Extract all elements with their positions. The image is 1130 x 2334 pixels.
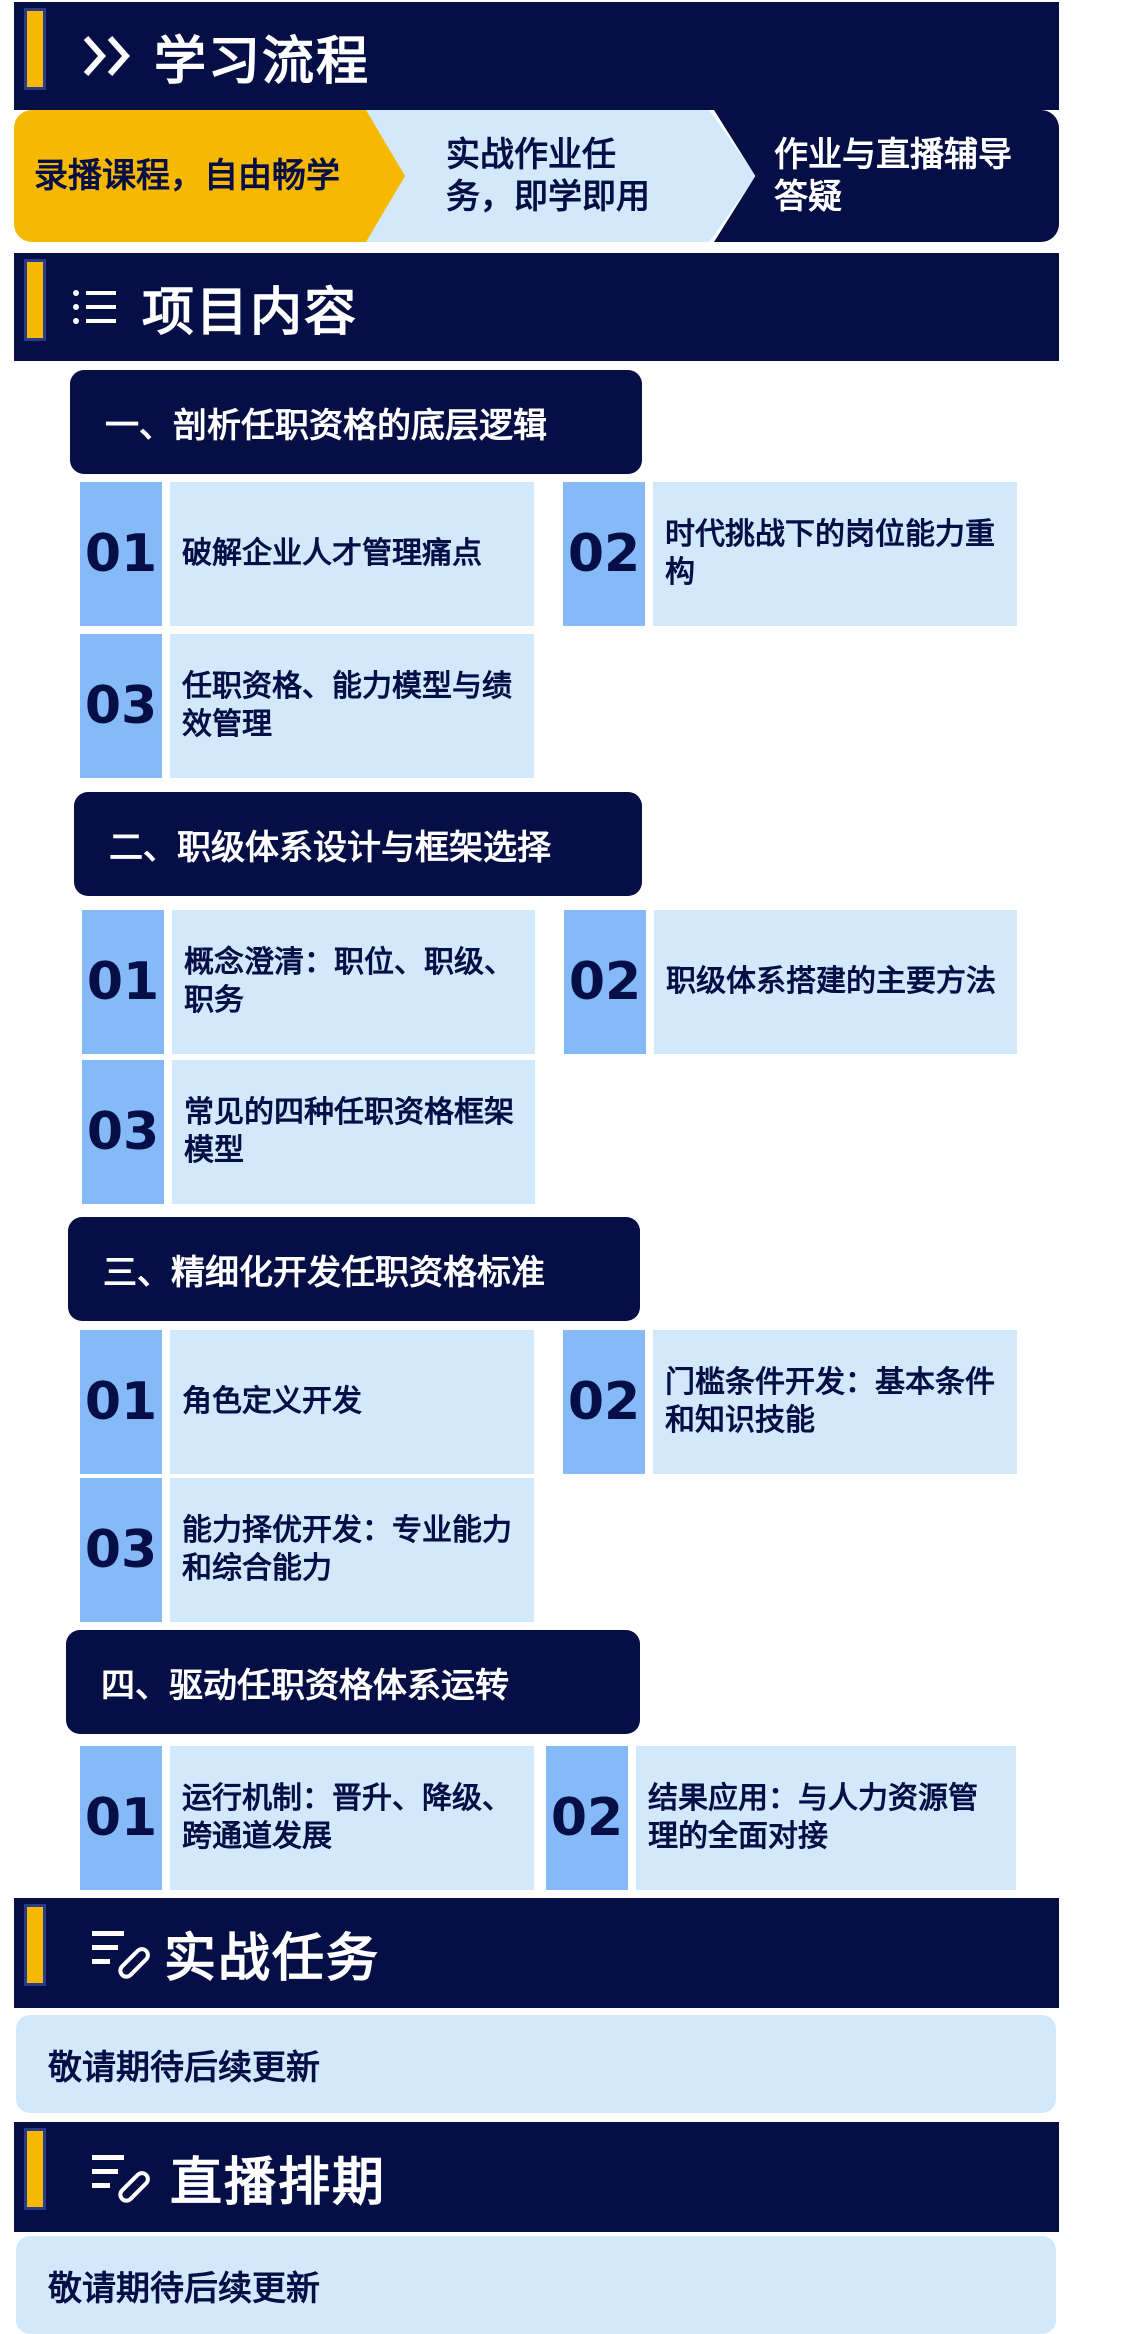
section-4-item-1: 01 运行机制：晋升、降级、跨通道发展 bbox=[80, 1746, 534, 1890]
item-text: 门槛条件开发：基本条件和知识技能 bbox=[653, 1330, 1017, 1474]
item-number: 02 bbox=[546, 1746, 628, 1890]
item-number: 01 bbox=[82, 910, 164, 1054]
item-number: 01 bbox=[80, 482, 162, 626]
section-3-item-1: 01 角色定义开发 bbox=[80, 1330, 534, 1474]
banner-accent bbox=[24, 1904, 46, 1986]
section-4-item-2: 02 结果应用：与人力资源管理的全面对接 bbox=[546, 1746, 1016, 1890]
flow-step-3: 作业与直播辅导答疑 bbox=[714, 110, 1059, 242]
flow-step-2-label: 实战作业任务，即学即用 bbox=[446, 135, 650, 217]
live-title: 直播排期 bbox=[170, 2151, 387, 2213]
project-banner: 项目内容 bbox=[14, 253, 1059, 361]
item-number: 02 bbox=[563, 482, 645, 626]
banner-accent bbox=[24, 2128, 46, 2210]
practice-notice: 敬请期待后续更新 bbox=[16, 2015, 1056, 2113]
item-number: 02 bbox=[563, 1330, 645, 1474]
banner-accent bbox=[24, 259, 46, 341]
item-number: 01 bbox=[80, 1746, 162, 1890]
double-chevron-right-icon bbox=[80, 2, 136, 110]
section-3-heading: 三、精细化开发任职资格标准 bbox=[68, 1217, 640, 1321]
live-banner: 直播排期 bbox=[14, 2122, 1059, 2232]
item-text: 概念澄清：职位、职级、职务 bbox=[172, 910, 535, 1054]
item-number: 03 bbox=[80, 1478, 162, 1622]
item-text: 角色定义开发 bbox=[170, 1330, 534, 1474]
item-text: 时代挑战下的岗位能力重构 bbox=[653, 482, 1017, 626]
item-text: 运行机制：晋升、降级、跨通道发展 bbox=[170, 1746, 534, 1890]
section-1-item-2: 02 时代挑战下的岗位能力重构 bbox=[563, 482, 1017, 626]
flow-step-2: 实战作业任务，即学即用 bbox=[366, 110, 756, 242]
section-1-item-1: 01 破解企业人才管理痛点 bbox=[80, 482, 534, 626]
section-1-item-3: 03 任职资格、能力模型与绩效管理 bbox=[80, 634, 534, 778]
item-text: 常见的四种任职资格框架模型 bbox=[172, 1060, 535, 1204]
item-text: 结果应用：与人力资源管理的全面对接 bbox=[636, 1746, 1016, 1890]
banner-accent bbox=[24, 8, 46, 90]
item-text: 破解企业人才管理痛点 bbox=[170, 482, 534, 626]
section-2-heading: 二、职级体系设计与框架选择 bbox=[74, 792, 642, 896]
project-title: 项目内容 bbox=[142, 281, 359, 343]
practice-banner: 实战任务 bbox=[14, 1898, 1059, 2008]
section-2-item-3: 03 常见的四种任职资格框架模型 bbox=[82, 1060, 535, 1204]
item-number: 02 bbox=[564, 910, 646, 1054]
item-text: 任职资格、能力模型与绩效管理 bbox=[170, 634, 534, 778]
section-2-item-1: 01 概念澄清：职位、职级、职务 bbox=[82, 910, 535, 1054]
section-2-item-2: 02 职级体系搭建的主要方法 bbox=[564, 910, 1017, 1054]
section-3-item-2: 02 门槛条件开发：基本条件和知识技能 bbox=[563, 1330, 1017, 1474]
learning-flow-steps: 录播课程，自由畅学 实战作业任务，即学即用 作业与直播辅导答疑 bbox=[14, 110, 1059, 242]
item-number: 01 bbox=[80, 1330, 162, 1474]
item-number: 03 bbox=[82, 1060, 164, 1204]
edit-list-icon bbox=[88, 2122, 152, 2232]
live-notice: 敬请期待后续更新 bbox=[16, 2236, 1056, 2334]
flow-step-3-label: 作业与直播辅导答疑 bbox=[774, 135, 1012, 217]
item-number: 03 bbox=[80, 634, 162, 778]
section-4-heading: 四、驱动任职资格体系运转 bbox=[66, 1630, 640, 1734]
item-text: 职级体系搭建的主要方法 bbox=[654, 910, 1017, 1054]
learning-flow-title: 学习流程 bbox=[154, 30, 371, 92]
practice-title: 实战任务 bbox=[164, 1927, 381, 1989]
flow-step-1: 录播课程，自由畅学 bbox=[14, 110, 414, 242]
edit-list-icon bbox=[88, 1898, 152, 2008]
learning-flow-banner: 学习流程 bbox=[14, 2, 1059, 110]
section-1-heading: 一、剖析任职资格的底层逻辑 bbox=[70, 370, 642, 474]
section-3-item-3: 03 能力择优开发：专业能力和综合能力 bbox=[80, 1478, 534, 1622]
item-text: 能力择优开发：专业能力和综合能力 bbox=[170, 1478, 534, 1622]
list-icon bbox=[70, 253, 118, 361]
